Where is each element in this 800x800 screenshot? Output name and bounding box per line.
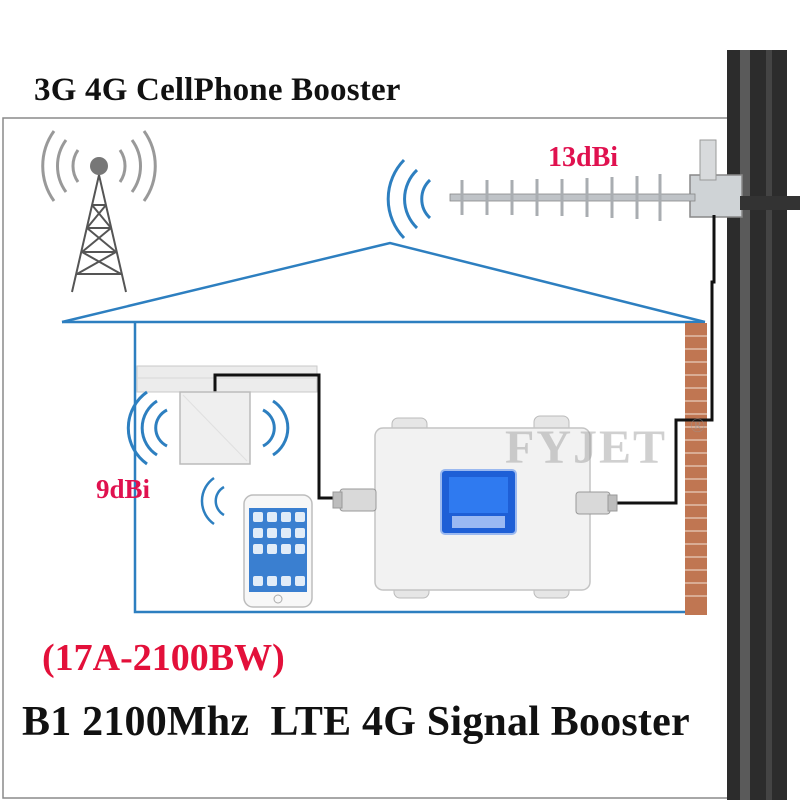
model-number: (17A-2100BW) bbox=[42, 637, 285, 679]
coax-cables bbox=[213, 215, 716, 505]
indoor-antenna-gain-label: 9dBi bbox=[96, 474, 151, 504]
registered-mark: ® bbox=[690, 415, 706, 437]
mast-pole bbox=[727, 50, 787, 800]
yagi-signal-waves-icon bbox=[386, 158, 432, 240]
ceiling-beam bbox=[136, 365, 318, 393]
tower-signal-waves-icon bbox=[41, 130, 157, 202]
brand-watermark: FYJET bbox=[505, 421, 668, 474]
cell-tower-icon bbox=[71, 157, 127, 293]
panel-antenna-icon bbox=[179, 391, 251, 465]
panel-signal-waves-icon bbox=[126, 390, 290, 466]
brick-wall bbox=[685, 323, 707, 615]
mounting-bracket bbox=[689, 139, 800, 218]
house-outline bbox=[61, 241, 706, 614]
signal-booster-unit bbox=[332, 415, 618, 599]
outdoor-antenna-gain-label: 13dBi bbox=[548, 142, 619, 173]
product-headline: B1 2100Mhz LTE 4G Signal Booster bbox=[22, 699, 690, 745]
smartphone-icon bbox=[200, 476, 313, 608]
page-title: 3G 4G CellPhone Booster bbox=[34, 72, 401, 108]
yagi-antenna-icon bbox=[449, 174, 696, 221]
